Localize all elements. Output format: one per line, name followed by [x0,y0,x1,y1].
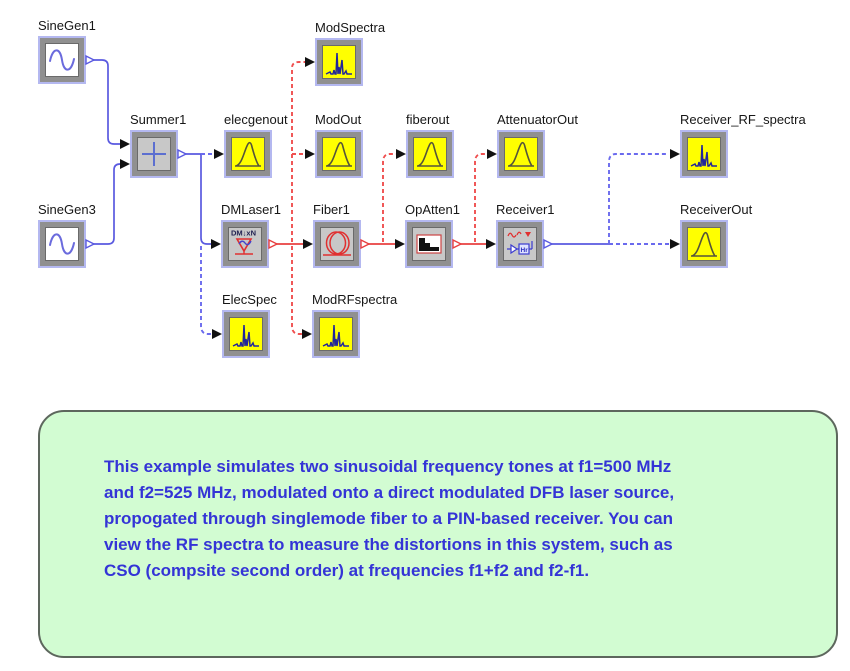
block-summer1[interactable]: Summer1 [130,113,186,178]
block-dmlaser1[interactable]: DM↓xN DMLaser1 [221,203,281,268]
block-label: Receiver1 [496,202,555,217]
tap-dmlaser1-modrfspectra[interactable] [291,246,302,335]
spectrum-icon [322,324,349,347]
block-receiver1[interactable]: Hr Receiver1 [496,203,555,268]
note-line: propogated through singlemode fiber to a… [104,509,673,528]
dm-laser-icon-text: DM↓xN [231,229,256,238]
output-port [360,238,371,250]
block-label: fiberout [406,112,450,127]
block-elecspec[interactable]: ElecSpec [222,293,277,358]
input-arrow [486,239,496,249]
block-modrfspectra[interactable]: ModRFspectra [312,293,397,358]
block-sinegen1[interactable]: SineGen1 [38,19,96,84]
input-arrow [395,239,405,249]
power-curve-icon [417,141,443,167]
input-arrow [305,57,315,67]
wire-summer1-dmlaser1[interactable] [185,153,211,245]
note-line: This example simulates two sinusoidal fr… [104,457,672,476]
block-fiberout[interactable]: fiberout [406,113,454,178]
input-arrow [305,149,315,159]
block-modout[interactable]: ModOut [315,113,363,178]
input-arrow [302,329,312,339]
block-modspectra[interactable]: ModSpectra [315,21,385,86]
block-sinegen3[interactable]: SineGen3 [38,203,96,268]
block-label: SineGen1 [38,18,96,33]
input-arrow [487,149,497,159]
note-line: CSO (compsite second order) at frequenci… [104,561,590,580]
note-text: This example simulates two sinusoidal fr… [104,454,812,584]
block-opatten1[interactable]: OpAtten1 [405,203,460,268]
note-line: and f2=525 MHz, modulated onto a direct … [104,483,675,502]
sine-wave-icon [49,49,75,71]
block-label: AttenuatorOut [497,112,578,127]
input-arrow [303,239,313,249]
tap-opatten1-attenuatorout[interactable] [474,153,487,242]
note-line: view the RF spectra to measure the disto… [104,535,673,554]
power-curve-icon [691,231,717,257]
block-elecgenout[interactable]: elecgenout [224,113,288,178]
tap-summer1-elecspec[interactable] [200,246,212,335]
block-label: Fiber1 [313,202,350,217]
block-label: ReceiverOut [680,202,753,217]
output-port [85,238,96,250]
output-port [268,238,279,250]
spectrum-icon [325,52,352,75]
tap-dmlaser1-modspectra[interactable] [291,61,305,242]
fiber-coil-icon [323,231,351,256]
output-port [543,238,554,250]
plus-icon [142,142,166,166]
input-arrowheads [120,57,680,339]
block-label: elecgenout [224,112,288,127]
spectrum-icon [690,144,717,167]
dm-laser-icon: DM↓xN [231,229,256,255]
power-curve-icon [508,141,534,167]
input-arrow [214,149,224,159]
block-label: ElecSpec [222,292,277,307]
block-label: DMLaser1 [221,202,281,217]
block-label: OpAtten1 [405,202,460,217]
output-port [177,148,188,160]
annotation-note-box[interactable]: This example simulates two sinusoidal fr… [38,410,838,658]
wire-sinegen3-summer1[interactable] [93,163,121,245]
input-arrow [212,329,222,339]
wire-sinegen1-summer1[interactable] [93,59,120,145]
power-curve-icon [326,141,352,167]
block-attenuatorout[interactable]: AttenuatorOut [497,113,578,178]
input-arrow [120,159,130,169]
tap-receiver1-rf-spectra[interactable] [608,153,668,244]
output-port [452,238,463,250]
block-label: Summer1 [130,112,187,127]
input-arrow [120,139,130,149]
attenuator-icon [416,234,442,254]
block-fiber1[interactable]: Fiber1 [313,203,361,268]
output-port [85,54,96,66]
block-receiverout[interactable]: ReceiverOut [680,203,752,268]
optical-receiver-icon: Hr [507,231,533,255]
input-arrow [670,149,680,159]
block-label: ModSpectra [315,20,386,35]
receiver-icon-text: Hr [521,247,529,254]
block-label: Receiver_RF_spectra [680,112,806,127]
tap-fiber1-fiberout[interactable] [382,153,396,242]
spectrum-icon [232,324,259,347]
input-arrow [211,239,221,249]
input-arrow [396,149,406,159]
block-label: ModOut [315,112,362,127]
block-label: SineGen3 [38,202,96,217]
sine-wave-icon [49,233,75,255]
power-curve-icon [235,141,261,167]
input-arrow [670,239,680,249]
block-label: ModRFspectra [312,292,398,307]
block-receiver-rf-spectra[interactable]: Receiver_RF_spectra [680,113,806,178]
